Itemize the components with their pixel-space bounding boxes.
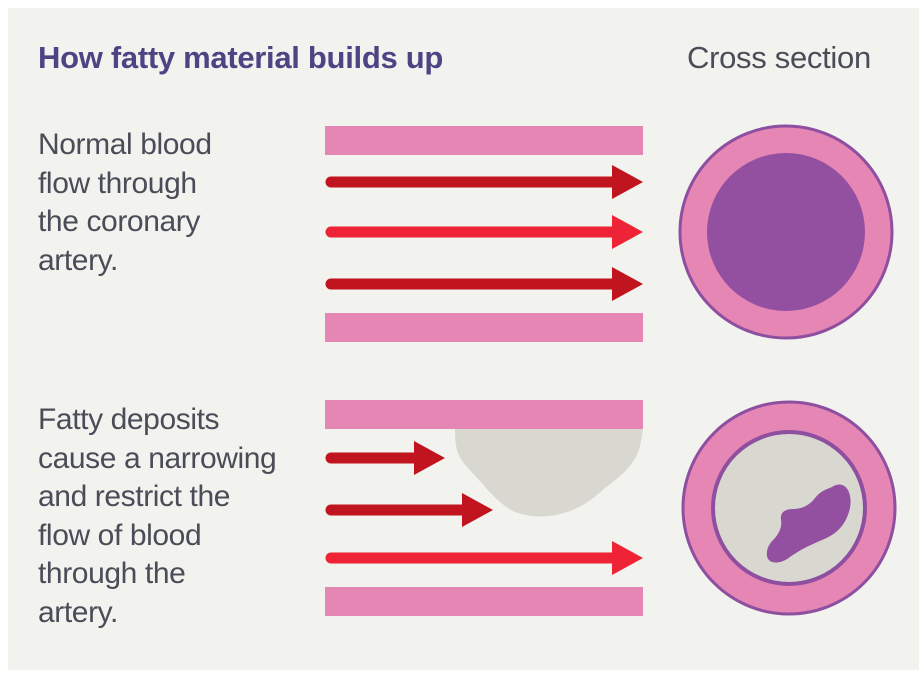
artery-wall-bottom (325, 587, 643, 616)
blood-flow-arrow (331, 267, 643, 301)
blood-lumen (707, 153, 865, 311)
normal-cross-section (680, 126, 892, 338)
artery-wall-bottom (325, 313, 643, 342)
restricted-flow-arrow (331, 441, 445, 475)
narrowed-cross-section (683, 402, 895, 614)
blood-flow-arrow (331, 541, 643, 575)
normal-artery-side-view (325, 126, 643, 342)
blood-flow-arrow (331, 165, 643, 199)
restricted-flow-arrow (331, 493, 493, 527)
artery-wall-top (325, 126, 643, 155)
blood-flow-arrow (331, 215, 643, 249)
fatty-plaque (455, 429, 643, 516)
narrowed-artery-side-view (325, 400, 643, 616)
artery-wall-top (325, 400, 643, 429)
